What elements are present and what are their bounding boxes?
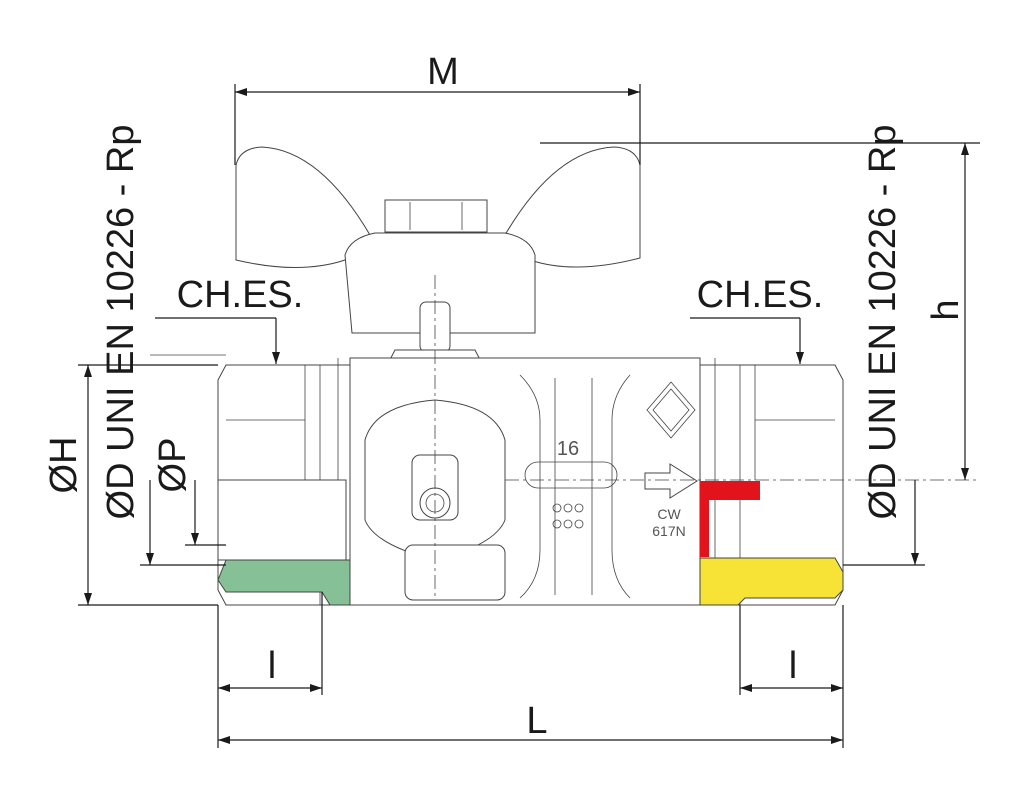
svg-text:ØP: ØP bbox=[152, 438, 194, 493]
svg-text:ØH: ØH bbox=[43, 437, 85, 494]
insert-top bbox=[700, 481, 760, 500]
handle-left-wing bbox=[235, 146, 371, 268]
flow-arrow-icon bbox=[644, 463, 698, 499]
dimension-h: h bbox=[540, 142, 980, 480]
handle-hub bbox=[344, 232, 536, 334]
dimension-OH: ØH bbox=[43, 364, 218, 606]
insert-side bbox=[700, 500, 709, 557]
valve-body: 16 CW 617N bbox=[217, 146, 844, 606]
dimension-l-right: l bbox=[739, 605, 843, 695]
svg-text:ØD UNI EN 10226 - Rp: ØD UNI EN 10226 - Rp bbox=[100, 125, 142, 520]
dimension-L: L bbox=[217, 605, 844, 748]
svg-text:L: L bbox=[526, 700, 547, 742]
svg-text:CH.ES.: CH.ES. bbox=[697, 274, 824, 316]
handle-nut bbox=[384, 199, 488, 233]
callout-ch-left: CH.ES. bbox=[150, 274, 303, 364]
dimension-OP: ØP bbox=[152, 438, 226, 546]
svg-text:h: h bbox=[925, 299, 967, 320]
right-seal bbox=[699, 557, 844, 606]
dimension-OD-right: ØD UNI EN 10226 - Rp bbox=[843, 125, 925, 566]
size-marking: 16 bbox=[557, 438, 579, 460]
svg-text:l: l bbox=[268, 645, 276, 687]
brand-logo bbox=[646, 381, 696, 439]
material-marking-2: 617N bbox=[652, 523, 685, 539]
svg-text:ØD UNI EN 10226 - Rp: ØD UNI EN 10226 - Rp bbox=[862, 125, 904, 520]
svg-text:M: M bbox=[427, 51, 459, 93]
left-seal bbox=[217, 559, 351, 606]
svg-text:l: l bbox=[789, 645, 797, 687]
date-marker-icon bbox=[552, 503, 584, 529]
dimension-M: M bbox=[234, 51, 641, 165]
callout-ch-right: CH.ES. bbox=[690, 274, 823, 364]
svg-text:CH.ES.: CH.ES. bbox=[177, 274, 304, 316]
handle-right-wing bbox=[504, 146, 641, 268]
material-marking-1: CW bbox=[657, 506, 681, 522]
dimension-OD-left: ØD UNI EN 10226 - Rp bbox=[100, 125, 226, 566]
dimension-l-left: l bbox=[218, 592, 323, 695]
